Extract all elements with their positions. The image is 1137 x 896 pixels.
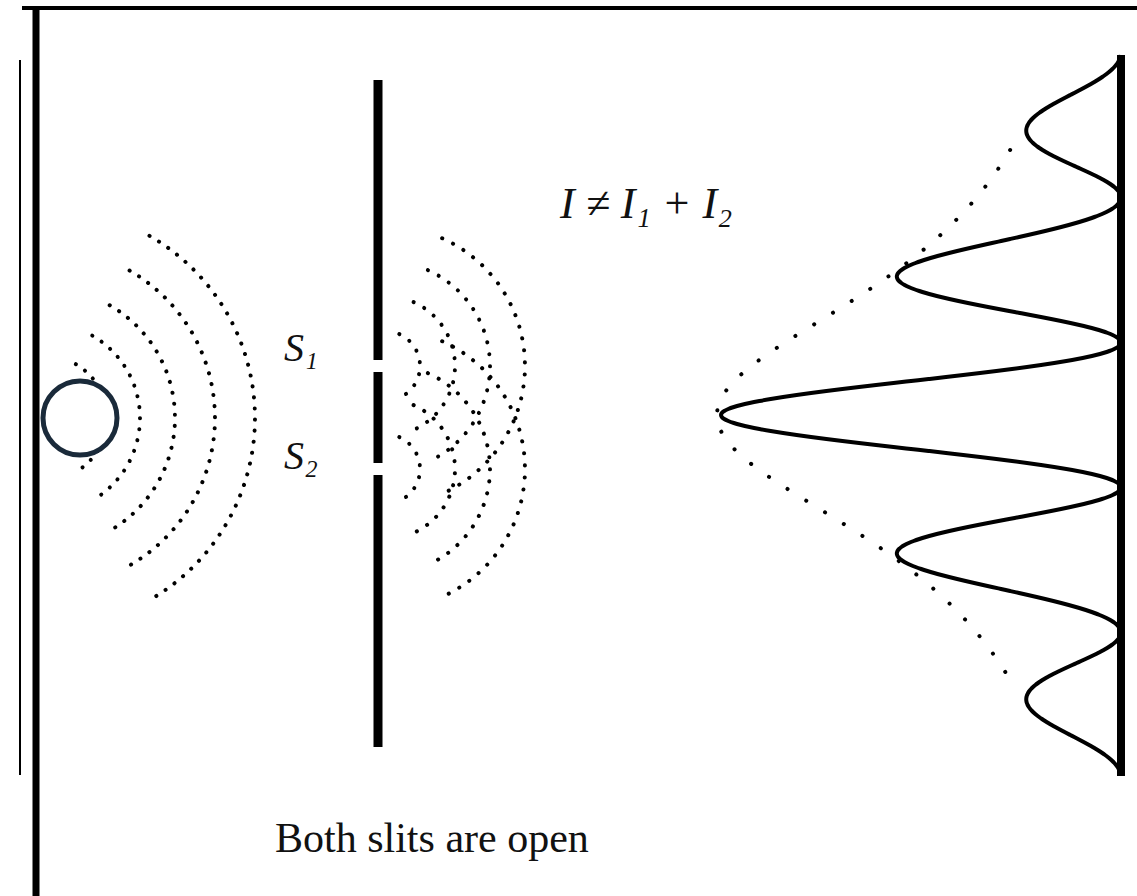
intensity-relation: I ≠ I₁ + I₂ — [560, 180, 732, 228]
barrier-top — [374, 80, 383, 360]
light-source — [43, 381, 117, 455]
frame-left — [33, 8, 40, 896]
slit-wavefront — [428, 270, 490, 462]
barrier-middle — [374, 372, 383, 463]
source-wavefront — [149, 236, 255, 600]
wavefronts — [76, 236, 525, 600]
slit-label: S₂ — [284, 434, 318, 478]
screen — [1117, 55, 1125, 776]
slit-one — [356, 360, 378, 372]
caption: Both slits are open — [275, 815, 589, 861]
slit-wavefront — [442, 341, 525, 597]
intensity-curve — [721, 55, 1121, 775]
barrier-bottom — [374, 475, 383, 747]
slit-wavefront — [414, 302, 455, 430]
frame-top — [22, 6, 1137, 10]
slit-wavefront — [399, 334, 420, 398]
slit-two — [356, 463, 378, 475]
envelope-curve — [717, 150, 1014, 687]
source-wavefront — [130, 271, 215, 566]
slit-wavefront — [442, 238, 525, 494]
slit-wavefront — [414, 405, 455, 533]
slit-label: S₁ — [284, 326, 318, 370]
slit-wavefront — [428, 373, 490, 565]
frame-edge — [19, 60, 21, 775]
slit-wavefront — [399, 437, 420, 501]
